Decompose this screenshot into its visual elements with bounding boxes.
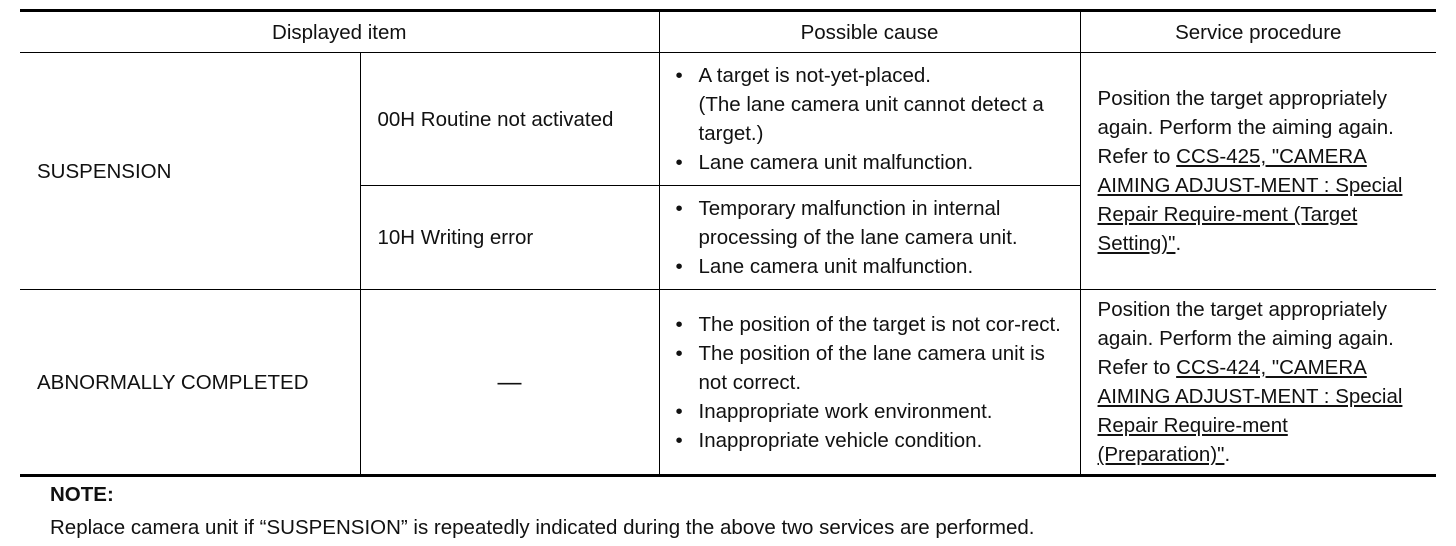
service-table: Displayed item Possible cause Service pr… (20, 9, 1437, 477)
cause-text: Lane camera unit malfunction. (698, 255, 974, 278)
cause-text: Inappropriate work environment. (698, 399, 993, 423)
service-text: Position the target appropriately again.… (1097, 87, 1394, 168)
list-item: •A target is not-yet-placed. (The lane c… (675, 64, 1044, 145)
cause-text: Lane camera unit malfunction. (698, 151, 974, 174)
cause-cell-abnormal: •The position of the target is not cor-r… (658, 289, 1081, 477)
list-item: •Inappropriate vehicle condition. (675, 428, 983, 452)
item-10h: 10H Writing error (359, 185, 660, 290)
service-procedure-abnormal: Position the target appropriately again.… (1079, 289, 1437, 477)
header-displayed-item: Displayed item (20, 9, 660, 53)
cause-cell-00h: •A target is not-yet-placed. (The lane c… (658, 52, 1081, 186)
cause-text: A target is not-yet-placed. (The lane ca… (698, 64, 1044, 145)
cause-text: Inappropriate vehicle condition. (698, 428, 983, 452)
cause-text: Temporary malfunction in internal proces… (698, 197, 1018, 249)
ccs-424-link[interactable]: CCS-424, "CAMERA AIMING ADJUST-MENT : Sp… (1097, 356, 1403, 466)
table-row: SUSPENSION 00H Routine not activated •A … (20, 52, 1437, 290)
list-item: •The position of the lane camera unit is… (675, 341, 1045, 394)
item-00h: 00H Routine not activated (359, 52, 660, 186)
item-abnormal: — (359, 289, 660, 477)
cause-text: The position of the lane camera unit is … (698, 341, 1045, 394)
service-procedure-suspension: Position the target appropriately again.… (1079, 52, 1437, 290)
cause-cell-10h: •Temporary malfunction in internal proce… (658, 185, 1081, 290)
list-item: •Temporary malfunction in internal proce… (675, 197, 1018, 249)
header-service-procedure: Service procedure (1079, 9, 1437, 53)
note-block: NOTE: Replace camera unit if “SUSPENSION… (50, 481, 1034, 539)
list-item: •Inappropriate work environment. (675, 399, 993, 423)
table-row: 10H Writing error •Temporary malfunction… (20, 185, 1436, 290)
list-item: •The position of the target is not cor-r… (675, 312, 1061, 336)
list-item: •Lane camera unit malfunction. (675, 255, 974, 278)
header-possible-cause: Possible cause (658, 9, 1081, 53)
table-row: ABNORMALLY COMPLETED — •The position of … (20, 289, 1437, 477)
header-row: Displayed item Possible cause Service pr… (20, 9, 1437, 53)
note-text: Replace camera unit if “SUSPENSION” is r… (50, 516, 1035, 539)
abnormal-label: ABNORMALLY COMPLETED (20, 289, 360, 477)
list-item: •Lane camera unit malfunction. (675, 151, 974, 174)
ccs-425-link[interactable]: CCS-425, "CAMERA AIMING ADJUST-MENT : Sp… (1097, 145, 1403, 255)
note-title: NOTE: (50, 483, 114, 506)
suspension-label: SUSPENSION (37, 159, 172, 183)
cause-text: The position of the target is not cor-re… (698, 312, 1061, 336)
service-text: Position the target appropriately again.… (1097, 298, 1394, 379)
